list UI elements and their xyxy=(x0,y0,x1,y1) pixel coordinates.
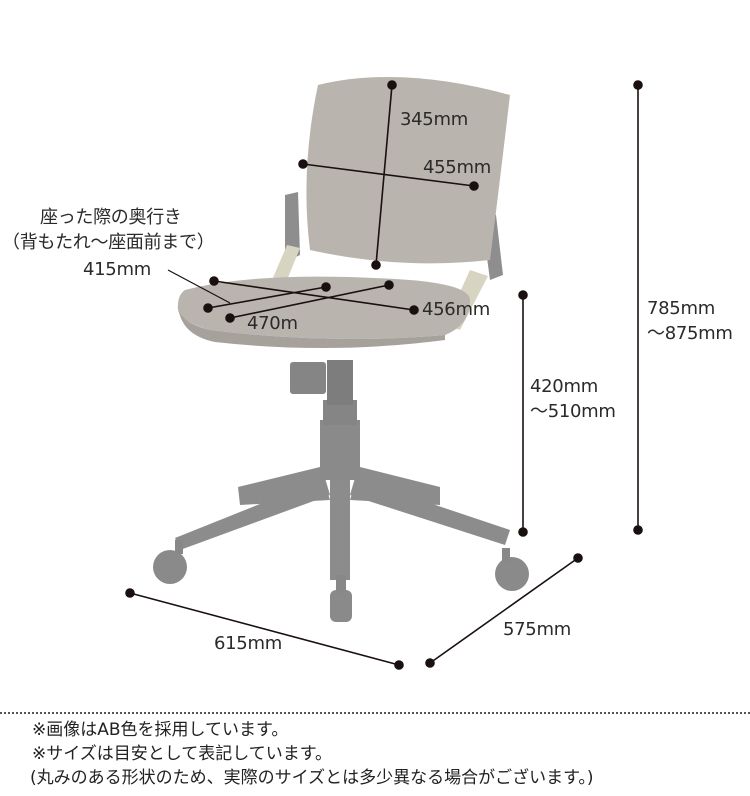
left-arm-strut xyxy=(272,245,300,285)
back-height-label: 345mm xyxy=(400,109,468,130)
seat-height-range-label: 〜510mm xyxy=(530,401,616,422)
seat-depth-title: 座った際の奥行き xyxy=(40,207,182,228)
chair-illustration xyxy=(125,77,643,670)
seat xyxy=(177,276,470,339)
seat-depth-label: 470m xyxy=(247,313,298,334)
chair-base xyxy=(153,360,529,622)
total-height-label: 785mm xyxy=(647,298,715,319)
dimension-lines xyxy=(125,80,643,670)
seat-depth-sitting-label: 415mm xyxy=(83,259,151,280)
seat-height-label: 420mm xyxy=(530,376,598,397)
note-color: ※画像はAB色を採用しています。 xyxy=(32,720,289,740)
left-bracket xyxy=(285,192,300,262)
dotted-divider xyxy=(0,712,750,714)
total-height-range-label: 〜875mm xyxy=(647,323,733,344)
base-depth-label: 575mm xyxy=(503,619,571,640)
seat-width-label: 456mm xyxy=(422,299,490,320)
note-disclaimer: (丸みのある形状のため、実際のサイズとは多少異なる場合がございます。) xyxy=(30,768,594,788)
seat-depth-subtitle: （背もたれ〜座面前まで） xyxy=(2,232,215,253)
note-size: ※サイズは目安として表記しています。 xyxy=(32,744,333,764)
back-width-label: 455mm xyxy=(423,157,491,178)
backrest xyxy=(306,77,510,264)
notes: ※画像はAB色を採用しています。 ※サイズは目安として表記しています。 (丸みの… xyxy=(30,718,594,790)
base-width-label: 615mm xyxy=(214,633,282,654)
